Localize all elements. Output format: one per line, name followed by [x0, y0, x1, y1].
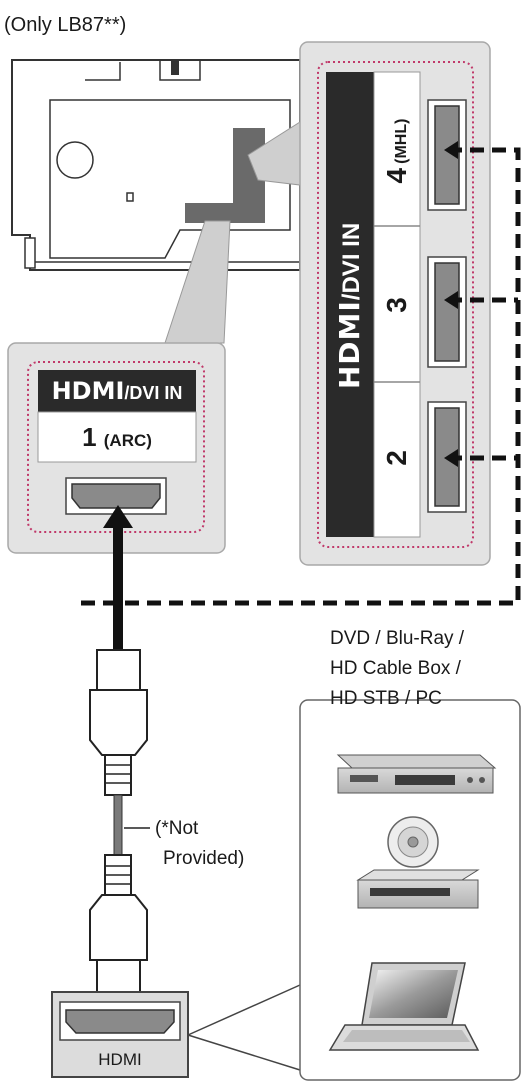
port-label-2: 2: [381, 450, 412, 466]
side-panel-label: HDMI/DVI IN: [330, 146, 370, 466]
arrow-heads: [444, 141, 458, 467]
hdmi-cable: [89, 505, 150, 1006]
side-port-group-label: /DVI IN: [338, 222, 365, 301]
disc-drive-icon: [356, 816, 480, 909]
hdmi-logo-text: HDMI: [333, 300, 366, 390]
side-hdmi-panel: [299, 41, 491, 566]
port-number: 4: [381, 167, 412, 184]
device-callout: [187, 984, 301, 1071]
device-caption-line-2: HD Cable Box /: [330, 658, 461, 679]
arc-hdmi-panel: [7, 342, 226, 554]
arc-port-number: 1: [82, 422, 97, 452]
cable-note-line-2: Provided): [163, 848, 245, 869]
arc-port-group-label: /DVI IN: [124, 383, 183, 403]
tv-port-block-small: [185, 203, 233, 223]
device-caption-line-1: DVD / Blu-Ray /: [330, 628, 465, 649]
arc-port-label: 1 (ARC): [38, 414, 196, 460]
port-suffix-mhl: (MHL): [393, 118, 410, 164]
arc-port-suffix: (ARC): [103, 431, 152, 450]
laptop-icon: [328, 962, 480, 1051]
port-label-3: 3: [381, 297, 412, 313]
cable-note-line-1: (*Not: [155, 818, 199, 839]
dashed-connection-lines: [75, 147, 521, 606]
arc-panel-label: HDMI/DVI IN: [38, 370, 196, 412]
source-hdmi-label: HDMI: [98, 1050, 142, 1069]
hdmi-logo-text: HDMI: [51, 377, 125, 405]
port-label-4: 4 (MHL): [377, 91, 417, 211]
device-caption-line-3: HD STB / PC: [330, 688, 442, 709]
dvd-player-icon: [336, 754, 497, 794]
source-hdmi-port: [51, 991, 189, 1078]
zoom-cone-left: [164, 220, 231, 344]
model-note: (Only LB87**): [4, 14, 127, 36]
